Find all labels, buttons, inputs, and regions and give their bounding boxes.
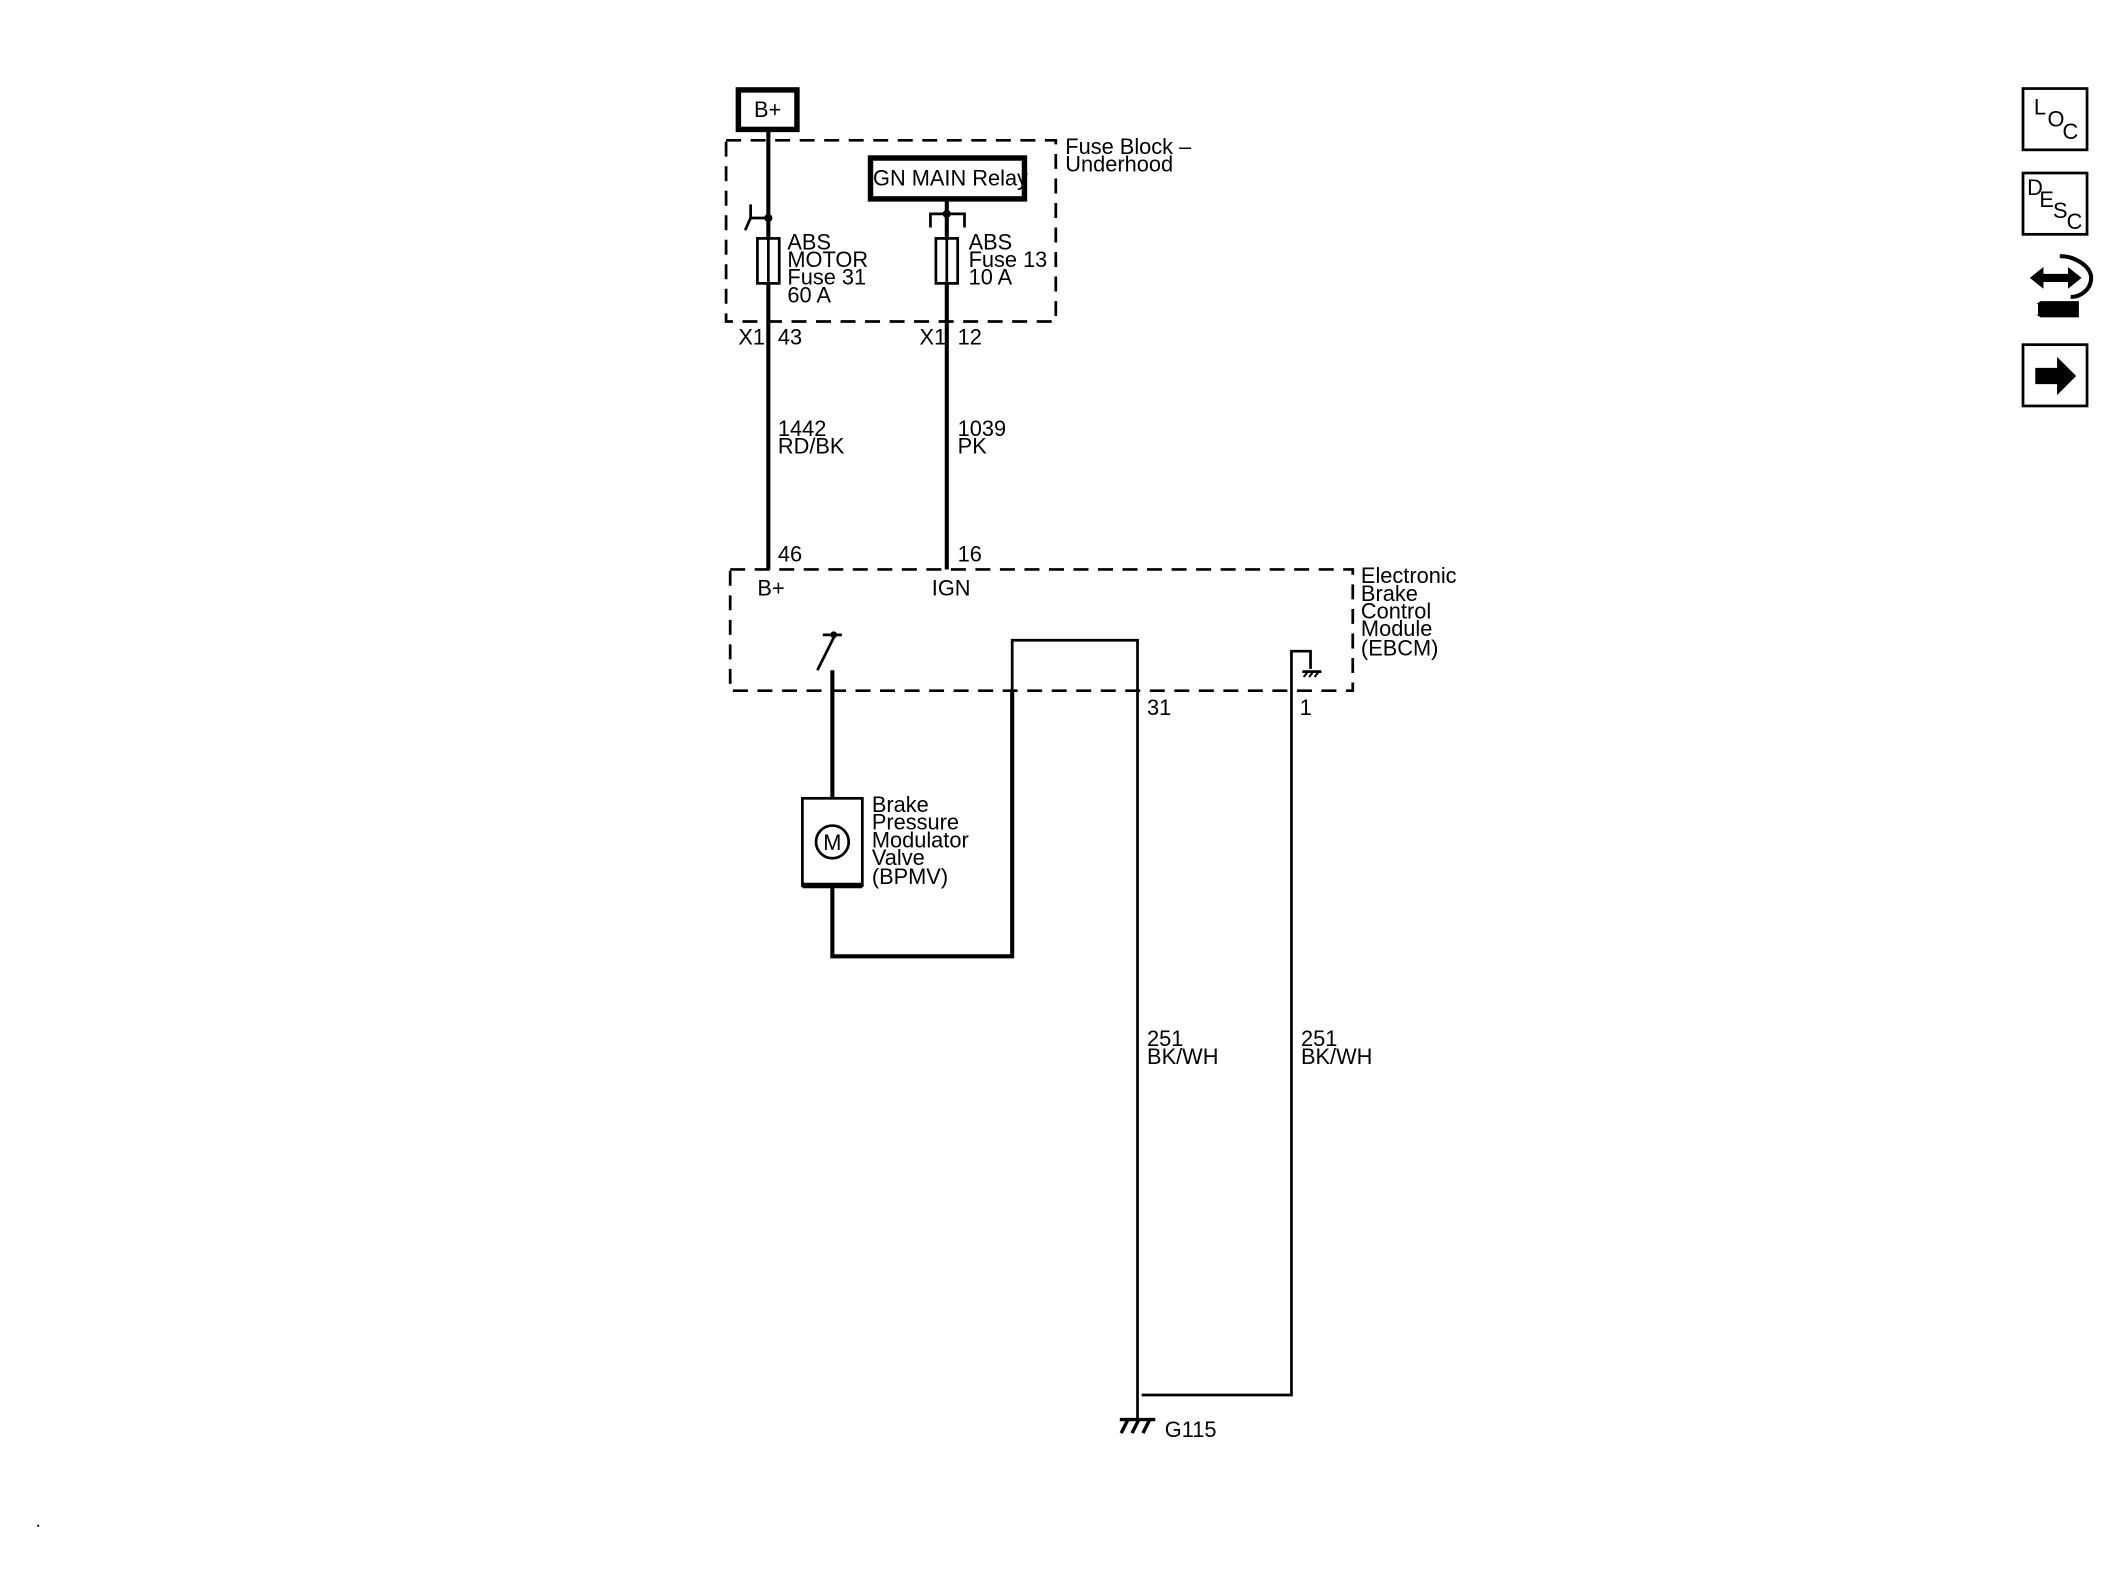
wire-1039-circuit: 1039 [958, 416, 1006, 441]
ebcm-pin-1: 1 [1300, 695, 1312, 720]
ebcm-label-3: Control [1361, 598, 1431, 623]
fuse-13-line-3: 10 A [969, 265, 1013, 290]
fuse-31-line-1: ABS [787, 229, 831, 254]
connector-tool-icon[interactable] [2027, 254, 2094, 318]
wire-251b-circuit: 251 [1301, 1026, 1337, 1051]
ebcm-switch-icon [816, 631, 842, 671]
wire-1039-color: PK [958, 434, 988, 459]
fuse-13-line-1: ABS [969, 229, 1013, 254]
ebcm-internal-ground-icon [1290, 649, 1322, 691]
ebcm-label-2: Brake [1361, 581, 1418, 606]
fuse-31-line-2: MOTOR [787, 247, 868, 272]
ebcm-label-5: (EBCM) [1361, 635, 1438, 660]
fuse-block-outline [724, 138, 1058, 323]
wire-251a-circuit: 251 [1147, 1026, 1183, 1051]
ign-main-relay-label: IGN MAIN Relay [867, 165, 1028, 190]
bpmv-label-3: Modulator [872, 827, 969, 852]
ebcm-label-4: Module [1361, 616, 1432, 641]
conn-right-name: X1 [920, 325, 947, 350]
location-button[interactable]: L O C [2021, 87, 2089, 152]
svg-text:L: L [2034, 94, 2046, 119]
ebcm-outline [728, 568, 1355, 693]
fuse-block-label-2: Underhood [1065, 152, 1173, 177]
next-button[interactable] [2021, 343, 2089, 408]
bpmv-label-4: Valve [872, 845, 925, 870]
svg-text:C: C [2063, 119, 2079, 144]
ebcm-pin-46: 46 [778, 541, 802, 566]
fuse-31-line-3: Fuse 31 [787, 265, 866, 290]
svg-text:C: C [2067, 209, 2083, 234]
ebcm-pin-16: 16 [958, 541, 982, 566]
bpmv-label-1: Brake [872, 792, 929, 817]
motor-symbol: M [823, 830, 841, 855]
ground-label: G115 [1165, 1417, 1217, 1442]
description-button[interactable]: D E S C [2021, 171, 2089, 236]
ebcm-label-1: Electronic [1361, 563, 1457, 588]
battery-label: B+ [754, 97, 781, 122]
svg-text:O: O [2048, 107, 2065, 132]
wire-251a-color: BK/WH [1147, 1044, 1218, 1069]
fuse-31-line-4: 60 A [787, 282, 831, 307]
fuse-13-line-2: Fuse 13 [969, 247, 1048, 272]
conn-left-pin: 43 [778, 325, 802, 350]
fuse-block-label-1: Fuse Block – [1065, 134, 1192, 159]
svg-text:D: D [2027, 175, 2043, 200]
conn-left-name: X1 [738, 325, 765, 350]
conn-right-pin: 12 [958, 325, 982, 350]
arrow-right-icon [2035, 356, 2077, 396]
wire-251b-color: BK/WH [1301, 1044, 1372, 1069]
motor-icon [814, 824, 851, 860]
ebcm-pin-ign-name: IGN [932, 575, 971, 600]
wire-1442-circuit: 1442 [778, 416, 826, 441]
bpmv-label-2: Pressure [872, 810, 959, 835]
svg-text:E: E [2039, 187, 2054, 212]
ebcm-pin-bplus-name: B+ [757, 575, 784, 600]
wire-1442-color: RD/BK [778, 434, 845, 459]
ebcm-pin-31: 31 [1147, 695, 1171, 720]
svg-text:S: S [2053, 198, 2068, 223]
bpmv-label-5: (BPMV) [872, 864, 948, 889]
ground-g115-icon [1119, 1417, 1156, 1434]
